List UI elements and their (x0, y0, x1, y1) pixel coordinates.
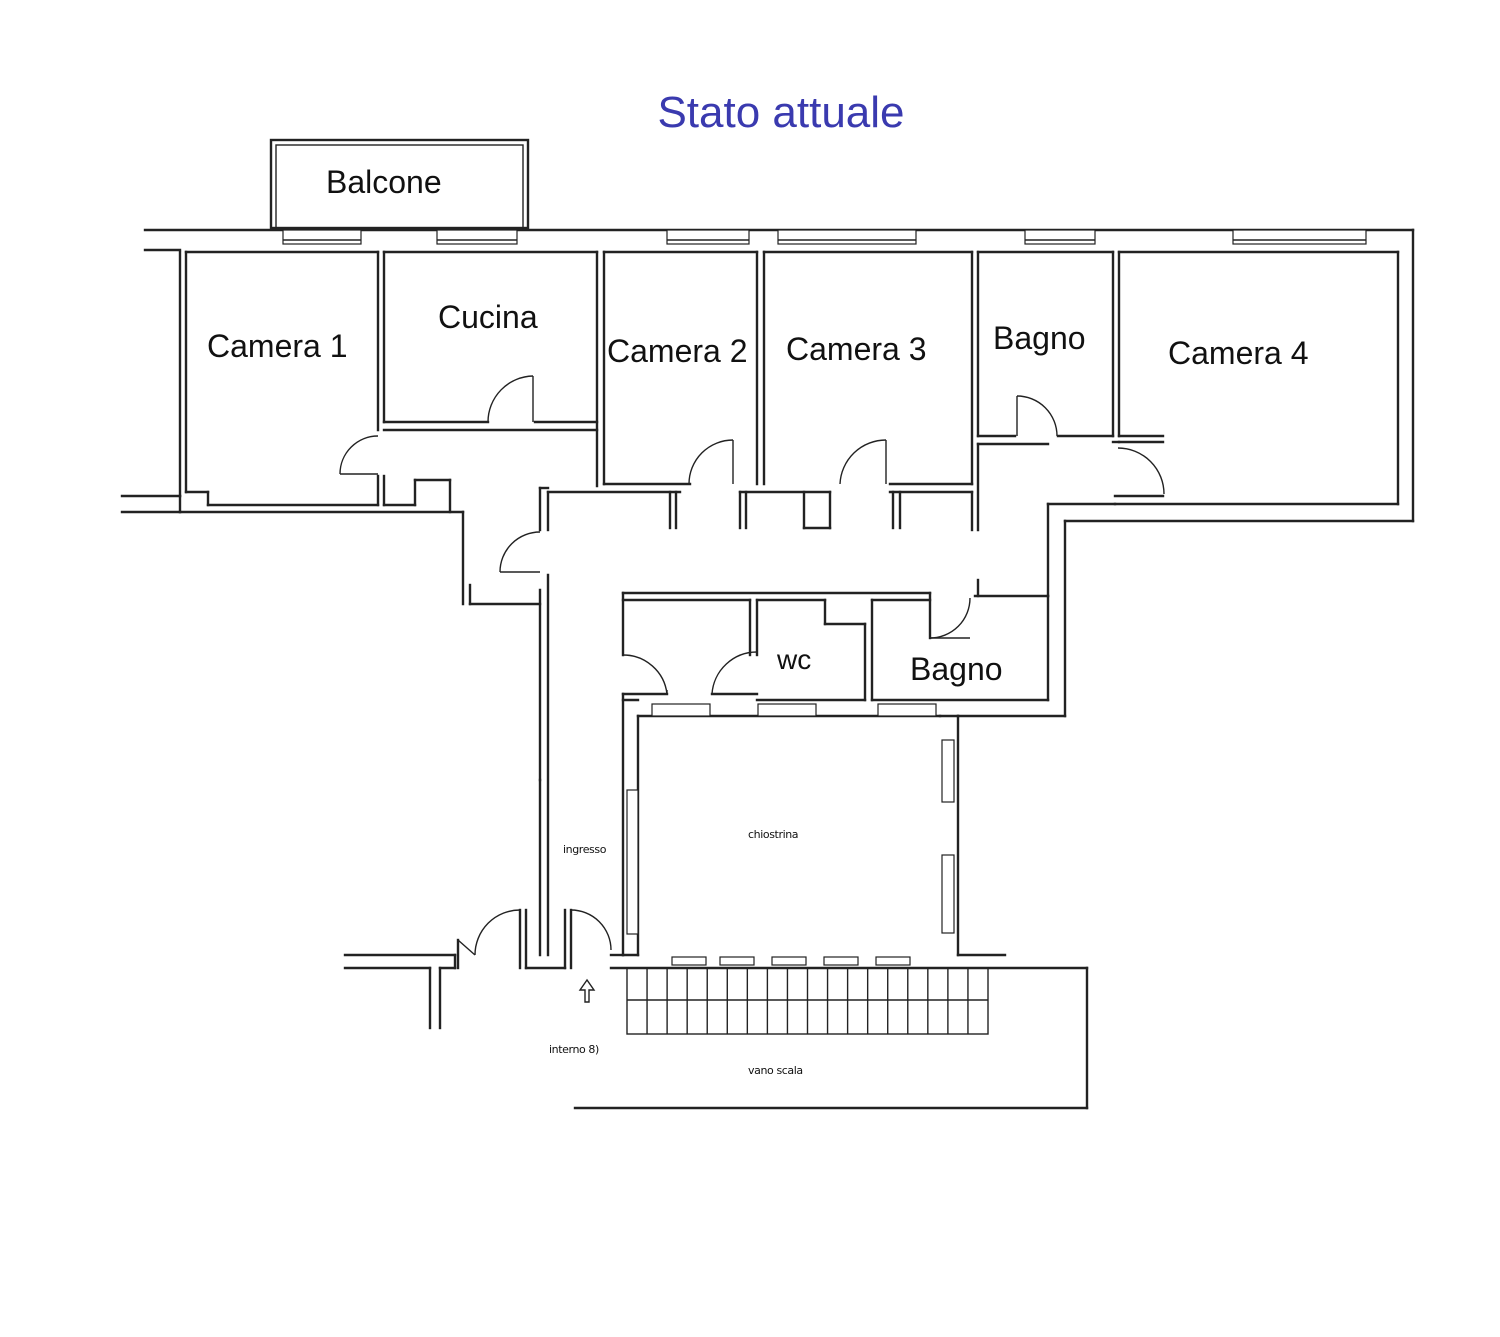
room-label-camera-4: Camera 4 (1168, 335, 1309, 371)
entrance (343, 908, 1089, 1110)
room-label-balcone: Balcone (326, 164, 442, 200)
plan-title: Stato attuale (657, 88, 905, 137)
label-interno: interno 8) (549, 1043, 599, 1056)
balcony-outline (269, 138, 530, 230)
windows-top (282, 229, 1367, 245)
interior-walls-top (184, 250, 1400, 532)
central-block (621, 578, 1050, 966)
room-label-cucina: Cucina (438, 299, 538, 335)
doors (339, 375, 1165, 573)
label-vano-scala: vano scala (748, 1064, 803, 1077)
room-label-camera-3: Camera 3 (786, 331, 927, 367)
room-label-bagno-bottom: Bagno (910, 651, 1003, 687)
label-chiostrina: chiostrina (748, 828, 799, 841)
room-label-camera-2: Camera 2 (607, 333, 748, 369)
room-label-camera-1: Camera 1 (207, 328, 348, 364)
room-label-bagno-top: Bagno (993, 320, 1086, 356)
label-ingresso: ingresso (563, 843, 607, 856)
stairs (626, 967, 989, 1035)
room-label-wc: wc (777, 644, 812, 675)
